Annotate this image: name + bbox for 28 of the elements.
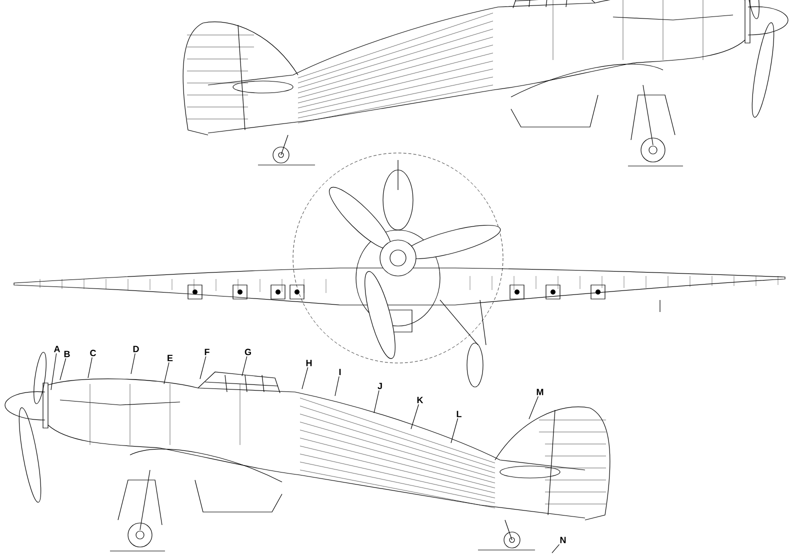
leader-line [200,356,206,380]
callout-letter: N [560,536,566,544]
callout-letter: C [90,350,96,356]
leader-line [130,353,136,374]
callout-letter: F [204,348,210,356]
callout-letter: H [306,360,312,366]
leader-line [334,376,340,396]
callout-letter: E [168,354,173,362]
leader-line [374,390,380,414]
callout-letter: K [417,396,424,404]
leader-line [60,358,66,380]
callout-letter: J [378,382,382,390]
callout-letter: I [339,368,341,376]
callout-letter: D [133,346,139,352]
leader-line [302,367,308,390]
callout-letter: A [54,346,60,352]
leader-line [242,356,248,376]
callout-letter: G [244,348,251,356]
leader-line [528,396,539,420]
callout-letter: B [64,350,70,358]
callout-letter: M [536,388,544,396]
leader-line [88,357,92,378]
leader-line [450,418,458,444]
leader-line [410,404,419,430]
leader-line [164,362,170,384]
callout-letter: L [456,410,462,418]
leader-line [50,353,57,390]
leader-line [552,544,560,554]
